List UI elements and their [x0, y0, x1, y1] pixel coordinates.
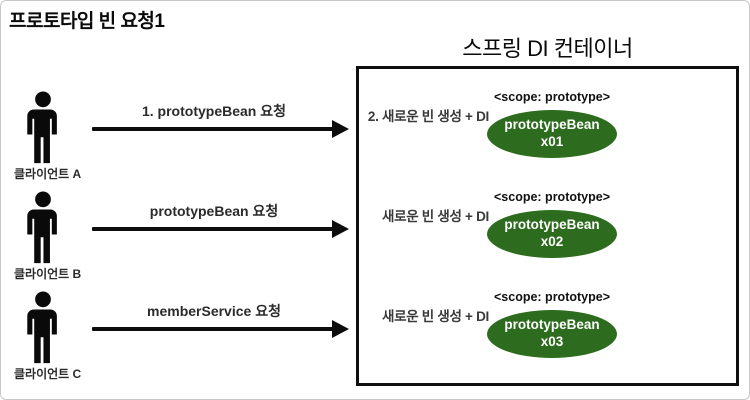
request-arrow-label: prototypeBean 요청	[149, 203, 279, 219]
request-row-c: 클라이언트 C memberService 요청 새로운 빈 생성 + DI <…	[1, 287, 749, 387]
client-person-icon	[17, 191, 69, 265]
client-person-icon	[17, 291, 69, 365]
request-arrowhead-icon	[332, 320, 349, 338]
prototype-bean-node: prototypeBean x01	[487, 110, 617, 158]
bean-instance: x01	[540, 134, 564, 149]
di-container-box	[356, 66, 739, 386]
page-title: 프로토타입 빈 요청1	[9, 11, 165, 32]
request-row-b: 클라이언트 B prototypeBean 요청 새로운 빈 생성 + DI <…	[1, 187, 749, 287]
bean-instance: x02	[540, 234, 564, 249]
request-arrow-label: 1. prototypeBean 요청	[141, 103, 286, 119]
request-arrow-label: memberService 요청	[147, 303, 281, 319]
scope-label: <scope: prototype>	[494, 190, 610, 204]
bean-name: prototypeBean	[504, 317, 600, 333]
request-arrow	[92, 127, 334, 131]
bean-creation-label: 새로운 빈 생성 + DI	[381, 309, 489, 324]
client-person-icon	[17, 91, 69, 165]
bean-creation-label: 2. 새로운 빈 생성 + DI	[367, 109, 489, 124]
client-label: 클라이언트 B	[14, 267, 82, 281]
request-arrow	[92, 327, 334, 331]
scope-label: <scope: prototype>	[494, 90, 610, 104]
request-arrow	[92, 227, 334, 231]
request-row-a: 클라이언트 A 1. prototypeBean 요청 2. 새로운 빈 생성 …	[1, 87, 749, 187]
request-arrowhead-icon	[332, 120, 349, 138]
request-arrowhead-icon	[332, 220, 349, 238]
client-label: 클라이언트 A	[14, 167, 82, 181]
client-label: 클라이언트 C	[14, 367, 82, 381]
prototype-bean-node: prototypeBean x02	[487, 210, 617, 258]
scope-label: <scope: prototype>	[494, 290, 610, 304]
bean-name: prototypeBean	[504, 117, 600, 133]
di-container-title: 스프링 DI 컨테이너	[462, 36, 633, 61]
bean-name: prototypeBean	[504, 217, 600, 233]
bean-creation-label: 새로운 빈 생성 + DI	[381, 209, 489, 224]
prototype-bean-node: prototypeBean x03	[487, 310, 617, 358]
bean-instance: x03	[540, 334, 564, 349]
